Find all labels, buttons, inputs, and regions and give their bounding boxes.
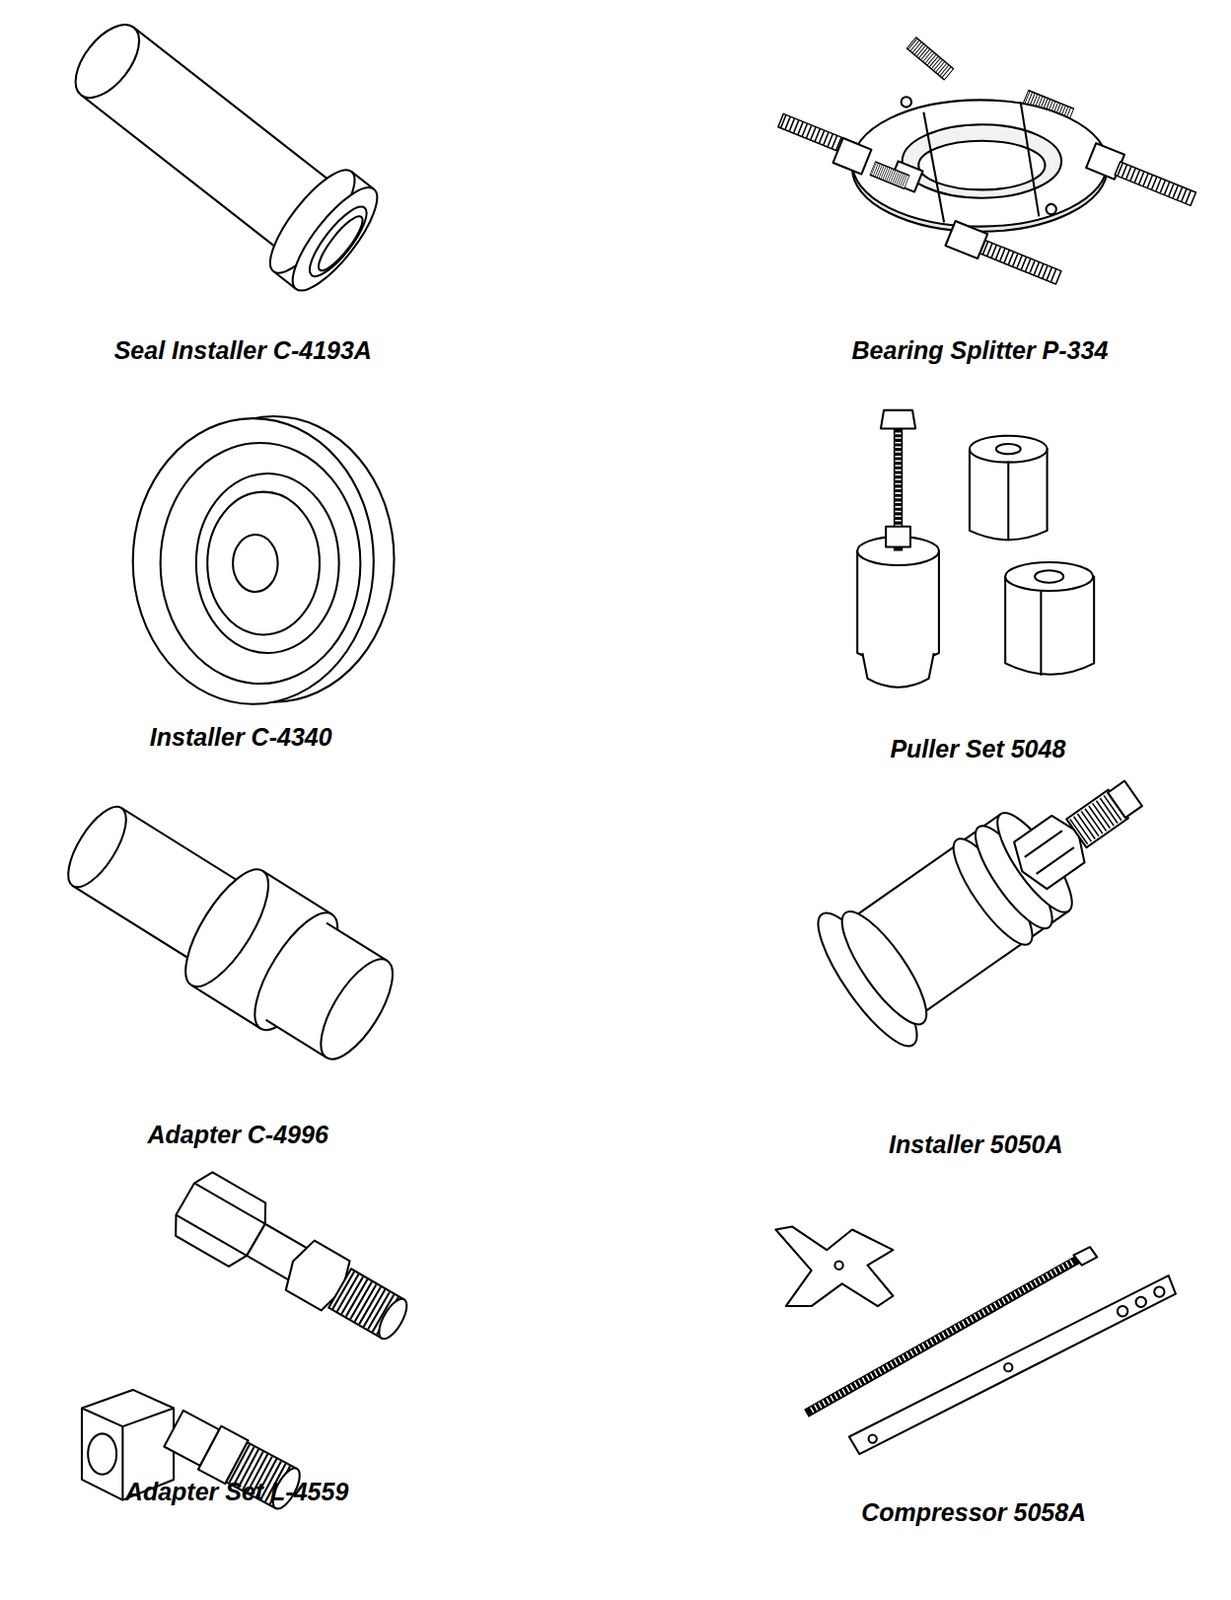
seal-installer-drawing xyxy=(50,0,390,302)
bearing-splitter-drawing xyxy=(778,37,1197,285)
compressor-drawing xyxy=(775,1226,1176,1454)
tool-caption: Bearing Splitter P-334 xyxy=(852,335,1109,364)
tool-caption: Adapter Set L-4559 xyxy=(125,1476,349,1506)
installer-disc-drawing xyxy=(133,416,395,705)
adapter-drawing xyxy=(46,780,413,1079)
installer-tool-drawing xyxy=(803,727,1180,1058)
tool-caption: Adapter C-4996 xyxy=(146,1119,328,1149)
tool-caption: Seal Installer C-4193A xyxy=(114,335,372,364)
puller-set-drawing xyxy=(857,410,1094,688)
tool-caption: Installer 5050A xyxy=(888,1130,1064,1159)
tool-caption: Installer C-4340 xyxy=(149,723,333,752)
adapter-set-drawing xyxy=(81,1166,420,1515)
tool-caption: Compressor 5058A xyxy=(861,1497,1087,1526)
tool-caption: Puller Set 5048 xyxy=(889,733,1066,763)
